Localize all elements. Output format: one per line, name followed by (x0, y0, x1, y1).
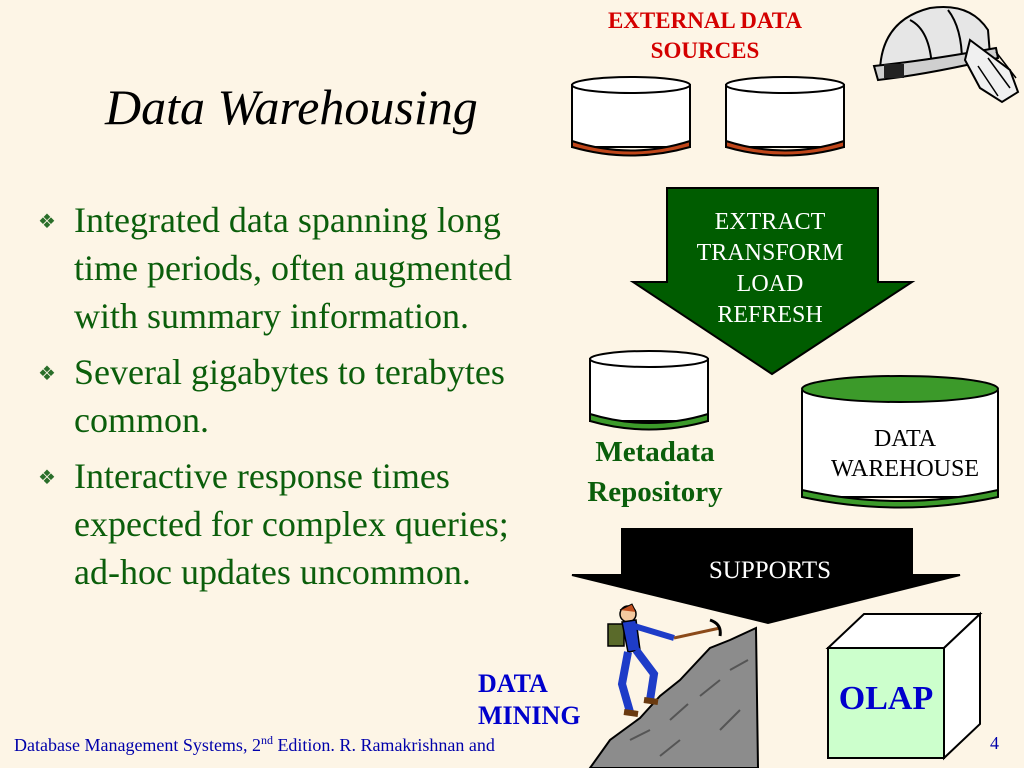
external-data-sources-label: EXTERNAL DATA SOURCES (575, 6, 835, 66)
etl-extract: EXTRACT (714, 209, 826, 235)
data-mining-line-1: DATA (478, 669, 548, 698)
bullet-list: ❖ Integrated data spanning long time per… (38, 196, 558, 604)
data-warehouse-cylinder (801, 375, 999, 509)
bullet-item: ❖ Integrated data spanning long time per… (38, 196, 558, 340)
footer-superscript: nd (260, 733, 273, 747)
page-number: 4 (990, 733, 999, 753)
bullet-item: ❖ Several gigabytes to terabytes common. (38, 348, 558, 444)
data-mining-label: DATA MINING (478, 668, 581, 732)
climber-icon (588, 603, 760, 768)
footer-citation: Database Management Systems, 2nd Edition… (14, 733, 495, 756)
etl-refresh: REFRESH (717, 302, 823, 328)
etl-label: EXTRACT TRANSFORM LOAD REFRESH (670, 207, 870, 331)
metadata-repository-label: Metadata Repository (565, 432, 745, 512)
bullet-diamond-icon: ❖ (38, 363, 56, 385)
olap-label: OLAP (838, 680, 934, 717)
external-source-cylinder (725, 76, 845, 157)
bullet-text: Interactive response times expected for … (74, 456, 509, 592)
metadata-line-2: Repository (587, 476, 723, 508)
supports-label: SUPPORTS (708, 557, 832, 584)
supports-arrow (571, 528, 961, 625)
bullet-diamond-icon: ❖ (38, 467, 56, 489)
bullet-diamond-icon: ❖ (38, 211, 56, 233)
etl-arrow (629, 187, 916, 376)
bullet-item: ❖ Interactive response times expected fo… (38, 452, 558, 596)
external-label-line-1: EXTERNAL DATA (607, 8, 803, 33)
slide-title: Data Warehousing (105, 79, 478, 135)
bullet-text: Integrated data spanning long time perio… (74, 200, 512, 336)
metadata-line-1: Metadata (595, 436, 715, 468)
external-source-cylinder (571, 76, 691, 157)
data-warehouse-label: DATA WAREHOUSE (810, 424, 1000, 484)
footer-text-end: Edition. R. Ramakrishnan and (272, 735, 495, 755)
warehouse-line-1: DATA (873, 426, 937, 452)
olap-cube (825, 611, 983, 761)
bullet-text: Several gigabytes to terabytes common. (74, 352, 505, 440)
warehouse-line-2: WAREHOUSE (831, 456, 979, 482)
hard-hat-icon (872, 6, 1020, 104)
external-label-line-2: SOURCES (650, 38, 760, 63)
data-mining-line-2: MINING (478, 701, 581, 730)
footer-text-start: Database Management Systems, 2 (14, 735, 261, 755)
metadata-cylinder (589, 350, 709, 431)
etl-load: LOAD (736, 271, 804, 297)
etl-transform: TRANSFORM (696, 240, 844, 266)
